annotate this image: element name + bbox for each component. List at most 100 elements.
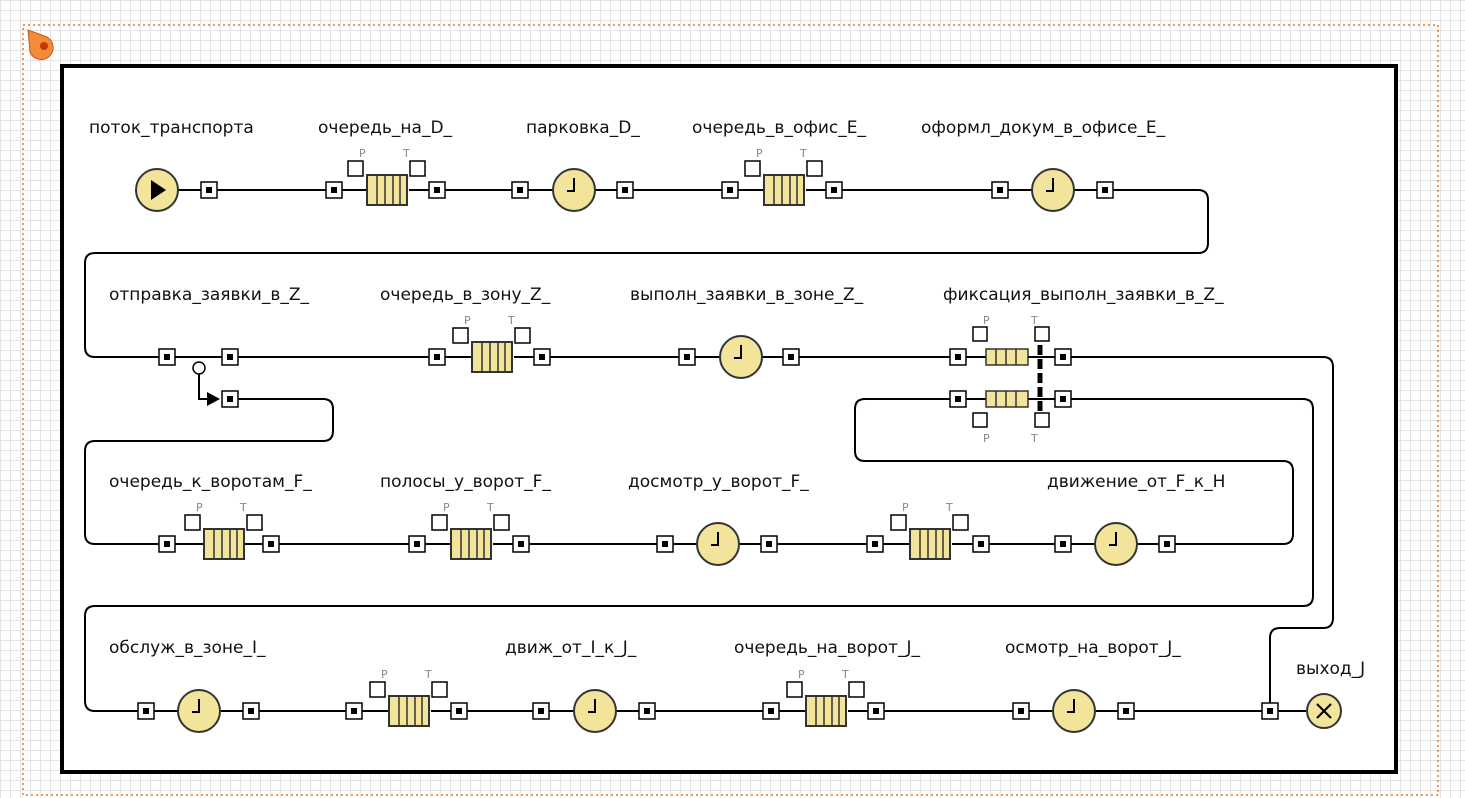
label-vypoln-zayavki: выполн_заявки_в_зоне_Z_	[630, 285, 864, 305]
label-ochered-k-vorotam-f: очередь_к_воротам_F_	[109, 472, 312, 492]
split-block[interactable]	[192, 361, 220, 406]
label-osmotr-na-vorot-j: осмотр_на_ворот_J_	[1005, 638, 1181, 658]
delay-block[interactable]	[1094, 522, 1138, 566]
port-t	[848, 681, 865, 698]
ports	[137, 181, 1279, 720]
connector	[84, 189, 1209, 358]
clock-icon	[567, 178, 575, 192]
block-labels: поток_транспорта очередь_на_D_ парковка_…	[89, 118, 1365, 679]
delay-block[interactable]	[719, 335, 763, 379]
port-p-label: P	[464, 314, 471, 327]
label-ochered-na-d: очередь_на_D_	[318, 118, 453, 138]
port-t	[431, 681, 448, 698]
source-block[interactable]	[135, 168, 179, 212]
port-t-label: T	[402, 147, 410, 160]
hold-block-pair[interactable]: P T P T	[972, 314, 1055, 445]
origin-marker-icon[interactable]	[27, 29, 54, 60]
port-p-label: P	[983, 432, 990, 445]
port-t	[806, 160, 823, 177]
label-vyhod-j: выход_J	[1296, 659, 1365, 679]
close-icon	[1316, 703, 1332, 719]
label-dvizhenie-ot-f-k-h: движение_от_F_к_H	[1047, 472, 1225, 492]
label-otpravka-zayavki: отправка_заявки_в_Z_	[109, 285, 310, 305]
connector	[84, 398, 1314, 712]
clock-icon	[1067, 699, 1075, 713]
label-potok-transporta: поток_транспорта	[89, 118, 254, 138]
delay-block[interactable]	[573, 689, 617, 733]
port-p-label: P	[902, 501, 909, 514]
clock-icon	[192, 699, 200, 713]
port-t-label: T	[1030, 314, 1038, 327]
delay-block[interactable]	[552, 168, 596, 212]
port-p-label: P	[983, 314, 990, 327]
port-p-label: P	[359, 147, 366, 160]
clock-icon	[1109, 532, 1117, 546]
port-t-label: T	[1030, 432, 1038, 445]
port-p	[972, 326, 988, 342]
port-p	[744, 160, 761, 177]
port-p	[972, 412, 988, 428]
port-p	[786, 681, 803, 698]
port-t	[493, 514, 510, 531]
arrow-right-icon	[207, 392, 220, 406]
label-ochered-na-vorot-j: очередь_на_ворот_J_	[734, 638, 920, 658]
port-t-label: T	[841, 668, 849, 681]
connector	[854, 398, 1294, 545]
port-p	[184, 514, 201, 531]
model-frame	[60, 64, 1398, 774]
port-t-label: T	[507, 314, 515, 327]
label-fiksaciya: фиксация_выполн_заявки_в_Z_	[943, 285, 1224, 305]
label-parkovka-d: парковка_D_	[526, 118, 640, 138]
port-p	[431, 514, 448, 531]
port-p	[347, 160, 364, 177]
port-t	[514, 327, 531, 344]
port-t	[952, 514, 969, 531]
port-t-label: T	[945, 501, 953, 514]
port-t-label: T	[799, 147, 807, 160]
port-p-label: P	[443, 501, 450, 514]
port-p-label: P	[756, 147, 763, 160]
delay-block[interactable]	[1031, 168, 1075, 212]
label-dvizh-ot-i-k-j: движ_от_I_к_J_	[505, 638, 637, 658]
sink-block[interactable]	[1306, 693, 1342, 729]
port-t-label: T	[486, 501, 494, 514]
page-border	[22, 24, 1439, 796]
delay-block[interactable]	[1052, 689, 1096, 733]
port-t-label: T	[239, 501, 247, 514]
label-oforml-dokum: оформл_докум_в_офисе_E_	[921, 118, 1166, 138]
play-icon	[151, 180, 166, 200]
label-ochered-v-ofis-e: очередь_в_офис_E_	[692, 118, 867, 138]
connector	[1071, 356, 1334, 703]
label-obsluzh-v-zone-i: обслуж_в_зоне_I_	[109, 638, 266, 658]
port-t-label: T	[424, 668, 432, 681]
clock-icon	[711, 532, 719, 546]
connector	[84, 398, 334, 545]
label-ochered-v-zonu-z: очередь_в_зону_Z_	[380, 285, 551, 305]
delay-block[interactable]	[696, 522, 740, 566]
delay-block[interactable]	[177, 689, 221, 733]
port-t	[246, 514, 263, 531]
port-p	[890, 514, 907, 531]
port-p-label: P	[798, 668, 805, 681]
port-p-label: P	[381, 668, 388, 681]
port-p-label: P	[196, 501, 203, 514]
clock-icon	[734, 345, 742, 359]
port-t	[1034, 326, 1050, 342]
clock-icon	[1046, 178, 1054, 192]
port-t	[409, 160, 426, 177]
label-dosmotr-u-vorot-f: досмотр_у_ворот_F_	[628, 472, 809, 492]
delay-blocks	[177, 168, 1138, 733]
port-t	[1034, 412, 1050, 428]
port-p	[369, 681, 386, 698]
port-p	[452, 327, 469, 344]
